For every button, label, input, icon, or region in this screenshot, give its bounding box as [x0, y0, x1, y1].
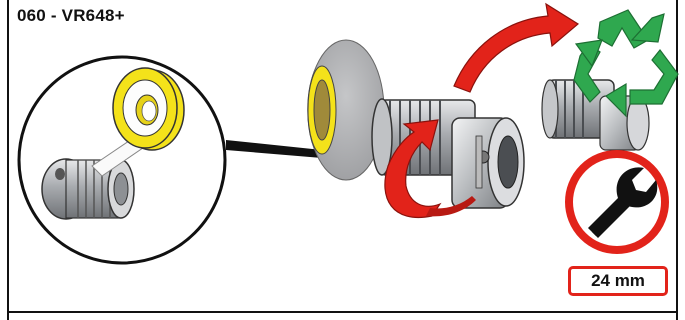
callout-connector — [226, 140, 322, 158]
curved-arrow-icon — [454, 4, 578, 92]
wrench-icon — [569, 154, 665, 250]
detail-magnifier — [19, 57, 225, 263]
recycle-icon — [574, 10, 678, 116]
page-title: 060 - VR648+ — [17, 6, 125, 26]
wrench-size-badge: 24 mm — [568, 266, 668, 296]
ptfe-tape-roll — [113, 68, 184, 150]
removed-cap — [308, 40, 384, 180]
